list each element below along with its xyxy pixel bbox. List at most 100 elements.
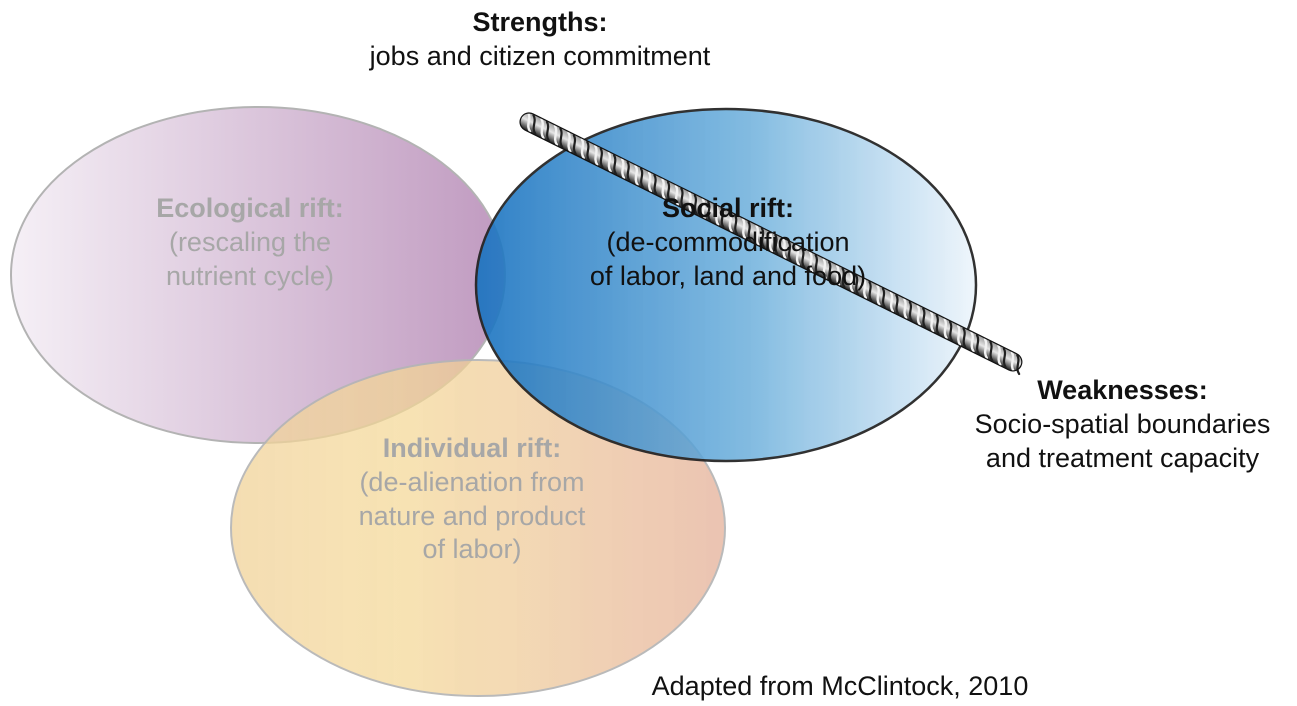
rope-twist-shadow: [707, 200, 712, 222]
rope-twist: [674, 184, 680, 206]
rope-twist: [688, 191, 693, 213]
social-rift-circle: [474, 107, 978, 463]
rope-twist-shadow: [760, 227, 765, 249]
strengths-title: Strengths:: [472, 7, 608, 37]
weaknesses-block: Weaknesses: Socio-spatial boundaries and…: [950, 374, 1295, 475]
weaknesses-line2: and treatment capacity: [985, 442, 1260, 473]
rope-twist: [607, 151, 612, 173]
rope-twist-shadow: [693, 194, 698, 216]
rope-twist-shadow: [720, 207, 725, 229]
rope-twist: [903, 298, 908, 320]
rope-twist: [647, 171, 653, 193]
rope-twist: [567, 131, 572, 153]
rope-twist: [634, 164, 639, 186]
rope-twist: [795, 244, 800, 266]
rope-twist: [715, 204, 720, 226]
rope-twist: [755, 224, 760, 246]
rope-twist: [889, 291, 895, 313]
rope-twist: [594, 144, 599, 166]
rope-twist: [701, 198, 706, 220]
rope-twist-shadow: [532, 114, 537, 136]
rope-twist-shadow: [1002, 347, 1007, 369]
rope-twist-shadow: [774, 234, 779, 256]
individual-rift-label: Individual rift: (de-alienation from nat…: [282, 432, 662, 567]
rope-twist: [526, 111, 532, 133]
rope-twist-shadow: [747, 220, 752, 242]
rope-twist: [943, 318, 948, 340]
rope-twist: [970, 331, 975, 353]
rope-twist: [580, 138, 585, 160]
rope-twist-shadow: [828, 260, 833, 282]
rope-twist: [741, 218, 747, 240]
rope-twist-shadow: [868, 280, 873, 302]
individual-rift-line3: of labor): [422, 534, 522, 565]
rope-twist-shadow: [814, 254, 819, 276]
rope-twist: [728, 211, 733, 233]
rope-twist: [782, 238, 787, 260]
rope-twist: [621, 158, 626, 180]
ecological-rift-title: Ecological rift:: [156, 193, 344, 223]
rope-twist: [822, 258, 827, 280]
rope-twist: [930, 311, 935, 333]
rope-twist: [862, 278, 868, 300]
rope-twist-shadow: [854, 274, 859, 296]
rope-twist: [1010, 351, 1015, 373]
rope-twist: [661, 178, 666, 200]
rope-twist-shadow: [935, 314, 940, 336]
rope-twist-shadow: [599, 147, 604, 169]
strengths-text: jobs and citizen commitment: [369, 40, 711, 71]
social-rift-title: Social rift:: [661, 193, 795, 223]
rope-twist-shadow: [881, 287, 886, 309]
rope-twist-shadow: [895, 294, 900, 316]
rope-twist: [956, 324, 962, 346]
rope-twist-shadow: [975, 334, 980, 356]
rope-twist-shadow: [908, 300, 913, 322]
rope-twist-shadow: [680, 187, 685, 209]
rope-twist-shadow: [653, 174, 658, 196]
rope-twist-shadow: [922, 307, 927, 329]
individual-rift-title: Individual rift:: [382, 433, 562, 463]
rope-twist-shadow: [801, 247, 806, 269]
social-rift-line1: (de-commodification: [606, 226, 850, 257]
twisted-rope-icon: [519, 111, 1023, 376]
rope-twist: [997, 344, 1002, 366]
individual-rift-line1: (de-alienation from: [359, 466, 585, 497]
ecological-rift-line1: (rescaling the: [168, 226, 332, 257]
rope-twist-shadow: [559, 127, 564, 149]
rope-twist: [768, 231, 774, 253]
rope-twist-shadow: [989, 340, 994, 362]
weaknesses-line1: Socio-spatial boundaries: [974, 408, 1271, 439]
social-rift-label: Social rift: (de-commodification of labo…: [518, 192, 938, 293]
individual-rift-line2: nature and product: [358, 500, 586, 531]
rope-twist: [809, 251, 814, 273]
rope-twist: [983, 338, 989, 360]
rope-twist-shadow: [841, 267, 846, 289]
rope-twist: [916, 304, 921, 326]
social-rift-line2: of labor, land and food): [589, 260, 867, 291]
rope-twist-shadow: [787, 240, 792, 262]
rope-twist: [849, 271, 854, 293]
weaknesses-title: Weaknesses:: [1037, 375, 1208, 405]
rope-twist-shadow: [666, 180, 671, 202]
rope-twist-shadow: [962, 327, 967, 349]
rope-twist: [553, 124, 559, 146]
rope-twist-shadow: [1016, 354, 1021, 376]
rope-twist-shadow: [639, 167, 644, 189]
rope-twist-shadow: [626, 160, 631, 182]
rope-twist-shadow: [948, 320, 954, 342]
ecological-rift-label: Ecological rift: (rescaling the nutrient…: [60, 192, 440, 293]
ecological-rift-line2: nutrient cycle): [165, 260, 335, 291]
rope-twist-shadow: [613, 154, 618, 176]
strengths-block: Strengths: jobs and citizen commitment: [260, 6, 820, 74]
individual-rift-circle: [230, 359, 726, 697]
rope-twist: [540, 118, 545, 140]
source-note: Adapted from McClintock, 2010: [651, 671, 1029, 701]
rope-twist-shadow: [586, 140, 591, 162]
rope-twist-shadow: [733, 214, 739, 236]
rope-twist: [836, 264, 841, 286]
rope-twist: [876, 284, 881, 306]
rope-twist-shadow: [545, 120, 550, 142]
rope-twist-shadow: [572, 134, 577, 156]
